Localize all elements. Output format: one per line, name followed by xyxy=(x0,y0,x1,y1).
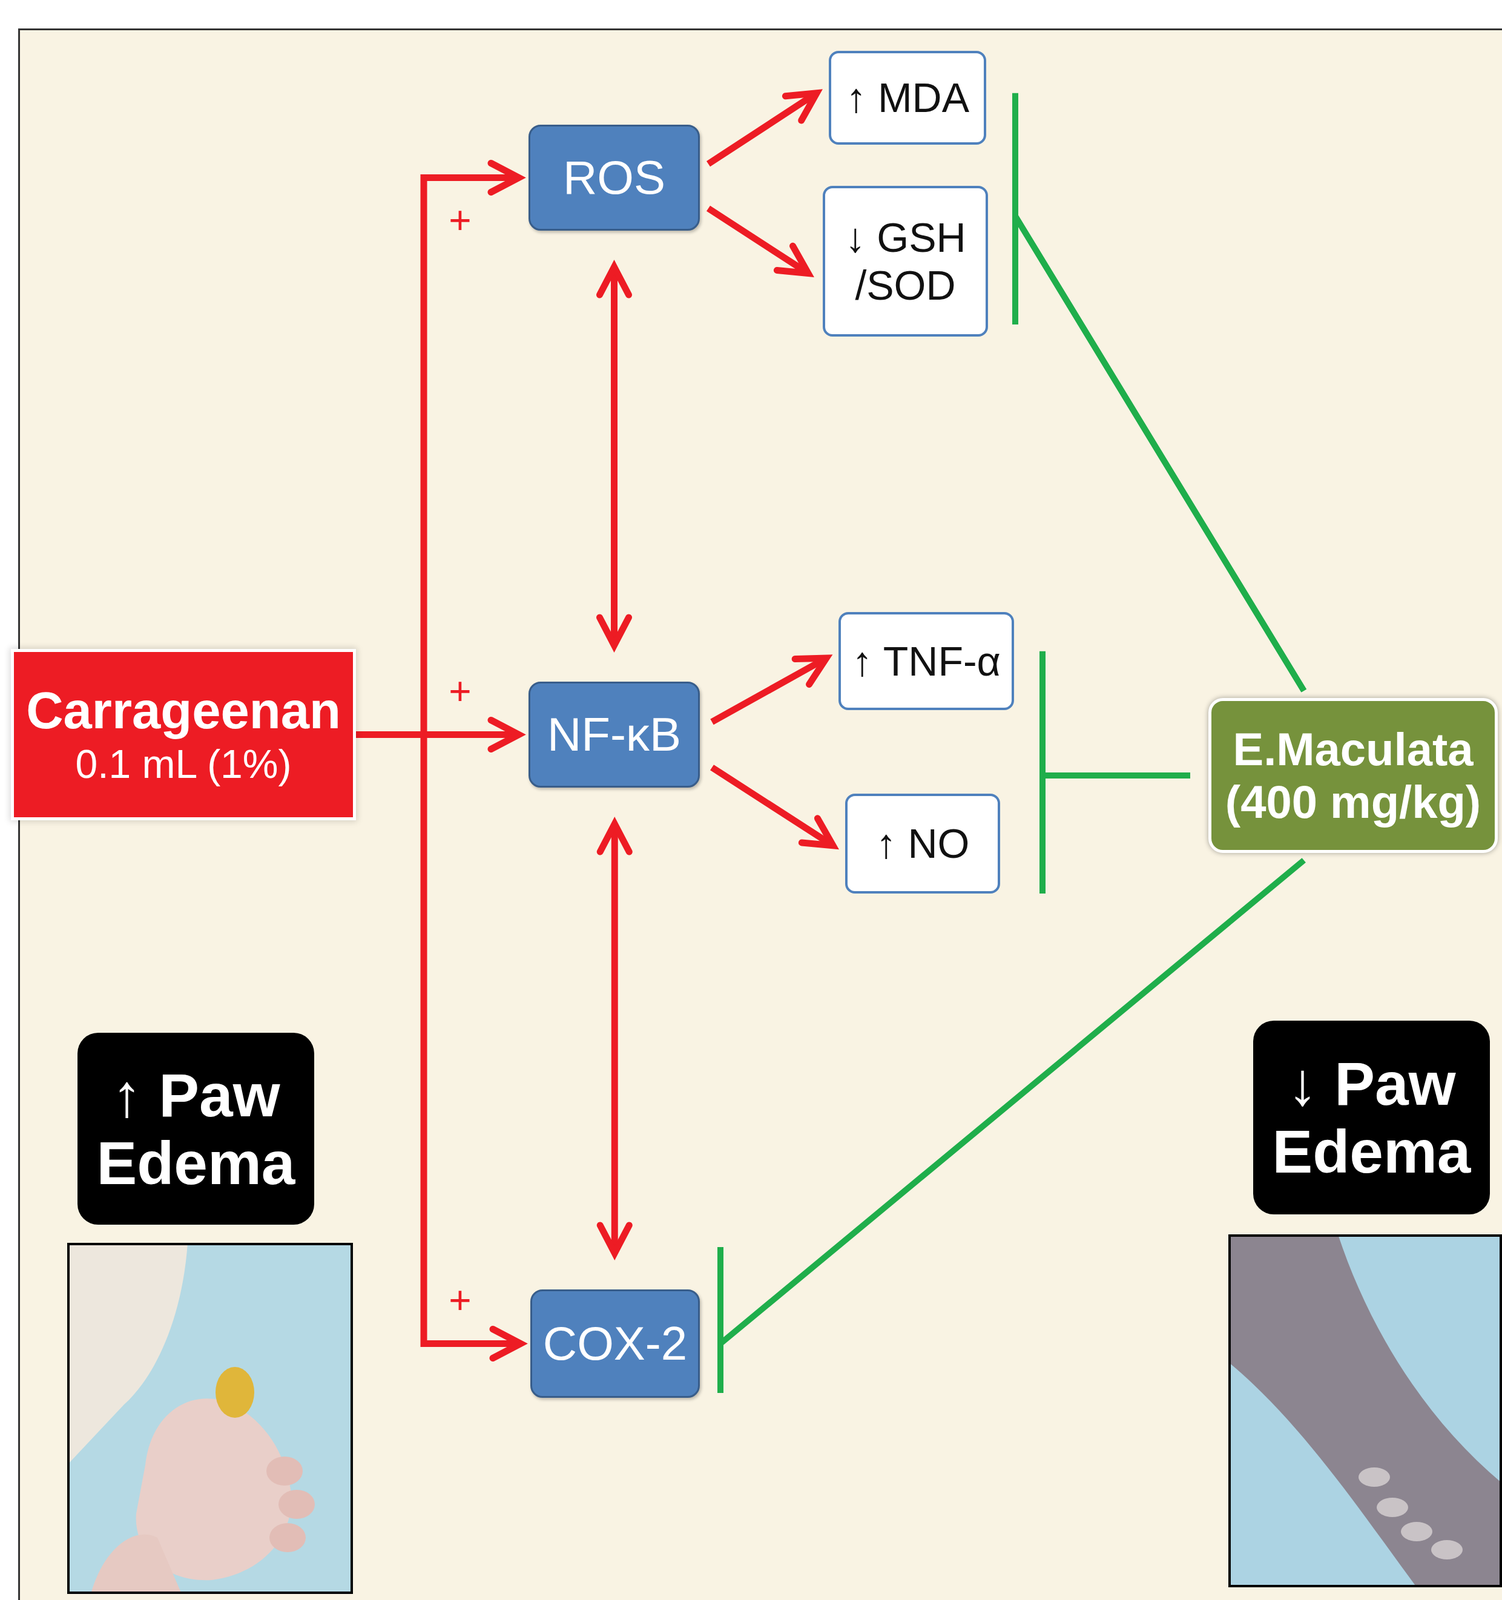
inhibition-line xyxy=(720,860,1305,1394)
treated-paw-photo xyxy=(1228,1234,1502,1588)
inhibition-line xyxy=(1042,775,1191,894)
activation-arrow xyxy=(354,734,515,1344)
activation-arrow xyxy=(611,830,619,1248)
activation-arrow xyxy=(354,177,513,735)
marker-box: ↑ TNF-α xyxy=(838,612,1015,711)
inhibition-line xyxy=(1042,651,1191,776)
toe xyxy=(1376,1497,1409,1518)
stimulus-box: Carrageenan0.1 mL (1%) xyxy=(13,652,353,818)
photo-border xyxy=(67,1242,353,1595)
edge-label: + xyxy=(448,671,472,711)
paw-heel xyxy=(90,1534,182,1595)
outcome-box: ↑ Paw Edema xyxy=(77,1032,315,1225)
activation-arrow xyxy=(711,767,829,843)
node-text: E.Maculata xyxy=(1219,722,1487,776)
photo-ground xyxy=(1228,1234,1502,1588)
pathway-box: COX-2 xyxy=(530,1289,700,1398)
node-text: ↓ Paw Edema xyxy=(1265,1049,1478,1186)
pathway-box: NF-κB xyxy=(528,681,700,788)
node-subtext: 0.1 mL (1%) xyxy=(23,740,344,789)
toe xyxy=(278,1489,315,1519)
edge-label: + xyxy=(448,1281,472,1320)
node-text: ↓ GSH /SOD xyxy=(830,213,981,309)
marker-box: ↑ NO xyxy=(845,793,1001,894)
node-text: NF-κB xyxy=(537,707,691,763)
edge-label: + xyxy=(448,200,472,240)
normal-paw xyxy=(1228,1234,1502,1588)
node-subtext: (400 mg/kg) xyxy=(1219,775,1487,829)
node-text: Carrageenan xyxy=(23,681,344,741)
activation-arrow xyxy=(708,208,804,271)
activation-arrow xyxy=(708,96,812,165)
node-text: ↑ MDA xyxy=(836,73,979,122)
node-text: ↑ Paw Edema xyxy=(89,1061,303,1197)
activation-arrow xyxy=(610,273,618,640)
marker-box: ↑ MDA xyxy=(828,50,987,145)
yellow-mark xyxy=(215,1366,255,1418)
toe xyxy=(269,1523,306,1553)
pathway-box: ROS xyxy=(528,124,700,231)
photo-ground xyxy=(67,1242,353,1595)
inhibition-line xyxy=(1015,216,1305,691)
node-text: ROS xyxy=(537,150,691,206)
toe xyxy=(1431,1540,1463,1560)
node-text: ↑ TNF-α xyxy=(845,637,1007,685)
marker-box: ↓ GSH /SOD xyxy=(822,185,989,337)
treatment-box: E.Maculata(400 mg/kg) xyxy=(1208,698,1498,854)
photo-border xyxy=(1228,1234,1502,1588)
edema-paw-photo xyxy=(67,1242,353,1595)
outcome-box: ↓ Paw Edema xyxy=(1253,1020,1490,1215)
toe xyxy=(1400,1521,1433,1542)
inhibition-line xyxy=(1015,93,1305,691)
node-text: ↑ NO xyxy=(852,819,993,867)
node-text: COX-2 xyxy=(539,1316,691,1372)
toe xyxy=(1358,1467,1391,1487)
toe xyxy=(266,1456,303,1486)
activation-arrow xyxy=(711,661,821,722)
